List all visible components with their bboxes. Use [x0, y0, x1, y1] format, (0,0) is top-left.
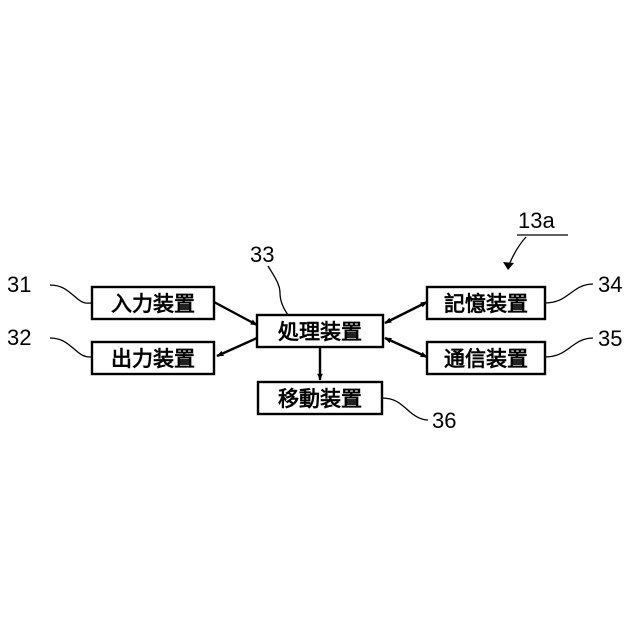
- figure-label: 13a: [518, 208, 555, 233]
- movement-device-label: 移動装置: [278, 387, 362, 411]
- arrow-processing-communication: [385, 338, 427, 357]
- arrow-processing-to-output: [217, 338, 257, 356]
- storage-device-leader: [545, 284, 593, 303]
- communication-device-label: 通信装置: [444, 347, 528, 371]
- output-device-node: 出力装置 32: [7, 325, 214, 374]
- arrow-input-to-processing: [214, 302, 257, 325]
- figure-label-pointer: [509, 237, 526, 265]
- communication-device-node: 通信装置 35: [427, 326, 622, 374]
- movement-device-node: 移動装置 36: [258, 382, 456, 433]
- processing-device-ref: 33: [250, 242, 274, 267]
- input-device-leader: [50, 285, 92, 303]
- movement-device-ref: 36: [432, 408, 456, 433]
- output-device-label: 出力装置: [111, 347, 195, 371]
- input-device-ref: 31: [7, 272, 31, 297]
- output-device-leader: [50, 338, 92, 357]
- figure-label-pointer-head: [503, 262, 514, 270]
- processing-device-label: 処理装置: [278, 320, 362, 344]
- storage-device-ref: 34: [598, 272, 622, 297]
- communication-device-leader: [545, 338, 593, 357]
- storage-device-node: 記憶装置 34: [427, 272, 622, 319]
- arrow-processing-storage: [385, 302, 427, 323]
- input-device-node: 入力装置 31: [7, 272, 214, 319]
- output-device-ref: 32: [7, 325, 31, 350]
- storage-device-label: 記憶装置: [444, 292, 528, 316]
- input-device-label: 入力装置: [111, 292, 195, 316]
- processing-device-node: 処理装置 33: [250, 242, 383, 347]
- communication-device-ref: 35: [598, 326, 622, 351]
- movement-device-leader: [382, 398, 428, 420]
- figure-label-group: 13a: [503, 208, 568, 270]
- processing-device-leader: [268, 266, 288, 315]
